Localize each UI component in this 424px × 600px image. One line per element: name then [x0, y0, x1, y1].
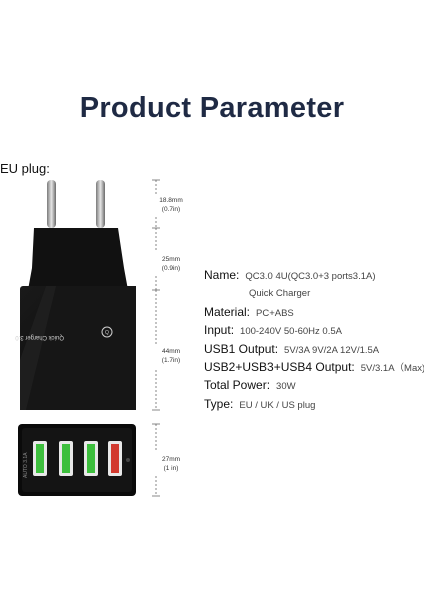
side-label: AUTO 3.1A: [23, 452, 29, 478]
spec-input: Input:100-240V 50-60Hz 0.5A: [204, 323, 342, 337]
plug-base: [28, 228, 128, 290]
plug-pins: [47, 180, 105, 228]
qc-logo-icon: [101, 326, 113, 338]
spec-usb1-output: USB1 Output:5V/3A 9V/2A 12V/1.5A: [204, 342, 380, 356]
dimension-plug-base: 25mm(0.9in): [161, 256, 181, 272]
usb-port-2: [59, 441, 73, 476]
spec-name: Name:QC3.0 4U(QC3.0+3 ports3.1A): [204, 268, 376, 282]
page-title: Product Parameter: [79, 92, 345, 124]
usb-port-4-qc: [108, 441, 122, 476]
front-label: Quick Charger 3.0: [15, 334, 64, 340]
dimension-pin-length: 18.8mm(0.7in): [159, 197, 183, 213]
dimension-body-depth: 27mm(1 in): [161, 456, 181, 472]
spec-material: Material:PC+ABS: [204, 305, 294, 319]
spec-name-continuation: Quick Charger: [249, 288, 311, 299]
spec-type: Type:EU / UK / US plug: [204, 397, 316, 411]
svg-text:Q: Q: [105, 330, 109, 336]
indicator-light-icon: [126, 458, 130, 462]
right-pin: [96, 180, 105, 228]
plug-type-label: EU plug:: [0, 161, 50, 176]
usb-port-1: [33, 441, 47, 476]
dimension-lines: [152, 179, 160, 497]
usb-port-3: [84, 441, 98, 476]
left-pin: [47, 180, 56, 228]
spec-usb234-output: USB2+USB3+USB4 Output:5V/3.1A（Max): [204, 360, 424, 374]
dimension-body-height: 44mm(1.7in): [161, 348, 181, 364]
spec-total-power: Total Power:30W: [204, 378, 296, 392]
glossy-panel: [20, 286, 136, 410]
